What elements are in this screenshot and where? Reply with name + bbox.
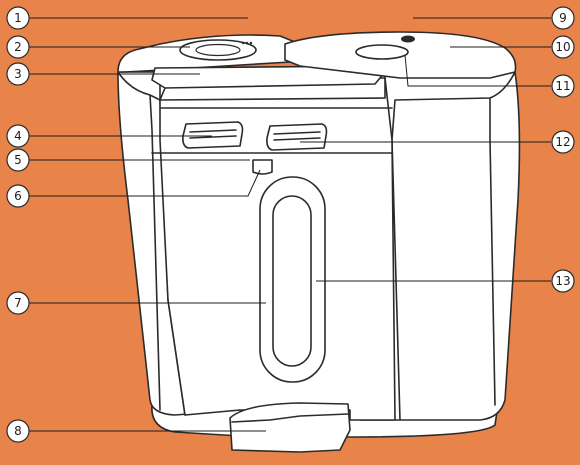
steam-vent-ring [180,40,256,60]
callout-5: 5 [7,149,29,171]
callout-9: 9 [552,7,574,29]
callout-12-label: 12 [555,135,570,149]
water-level-window-inner [273,196,311,366]
callout-2: 2 [7,36,29,58]
callout-1: 1 [7,7,29,29]
callout-11: 11 [552,75,574,97]
callout-11-label: 11 [555,79,570,93]
vent-dots [242,42,252,44]
callout-9-label: 9 [559,11,567,25]
tank-lid-opening [356,45,408,59]
drip-tray [230,403,350,452]
callout-13-label: 13 [555,274,570,288]
callout-3: 3 [7,63,29,85]
callout-12: 12 [552,131,574,153]
right-control-button [267,124,327,150]
callout-13: 13 [552,270,574,292]
callout-8-label: 8 [14,424,22,438]
callout-10: 10 [552,36,574,58]
left-control-button [183,122,243,148]
callout-2-label: 2 [14,40,22,54]
callout-1-label: 1 [14,11,22,25]
callout-10-label: 10 [555,40,570,54]
callout-4: 4 [7,125,29,147]
lid-release-button [401,36,415,43]
water-dispenser-illustration [118,32,519,452]
callout-3-label: 3 [14,67,22,81]
callout-5-label: 5 [14,153,22,167]
callout-6: 6 [7,185,29,207]
callout-7-label: 7 [14,296,22,310]
callout-8: 8 [7,420,29,442]
callout-4-label: 4 [14,129,22,143]
callout-7: 7 [7,292,29,314]
water-outlet-nozzle [253,160,272,174]
callout-6-label: 6 [14,189,22,203]
